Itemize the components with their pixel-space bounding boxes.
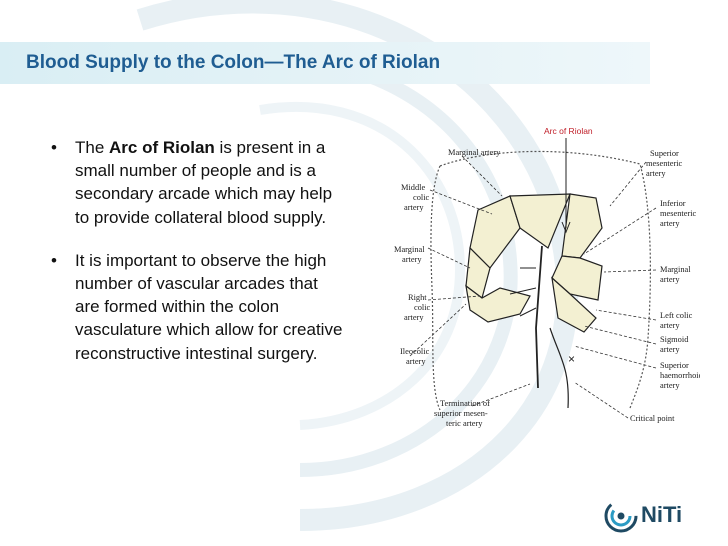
label-right-colic: artery — [404, 313, 424, 322]
callout-arrowhead — [561, 221, 571, 234]
label-sigmoid: Sigmoid — [660, 335, 689, 344]
bullet-item: • It is important to observe the high nu… — [45, 249, 345, 365]
label-superior-hemorrhoidal: haemorrhoidal — [660, 371, 700, 380]
label-inferior-mesenteric: Inferior — [660, 199, 686, 208]
slide-title: Blood Supply to the Colon—The Arc of Rio… — [26, 52, 441, 73]
label-ileocolic: artery — [406, 357, 426, 366]
label-superior-hemorrhoidal: Superior — [660, 361, 689, 370]
niti-logo-icon — [604, 499, 638, 533]
label-middle-colic: artery — [404, 203, 424, 212]
descending-colon-segment — [551, 276, 597, 333]
bullet-text-end: is present in a small number of people a… — [75, 138, 333, 227]
label-termination: teric artery — [446, 419, 483, 428]
ascending-colon-segment — [465, 284, 531, 323]
leader-lines — [409, 155, 657, 419]
label-inferior-mesenteric: artery — [660, 219, 680, 228]
label-termination: superior mesen- — [434, 409, 488, 418]
bullet-item: • The Arc of Riolan is present in a smal… — [45, 136, 345, 229]
niti-logo-text: NiTi — [641, 502, 683, 527]
label-superior-mesenteric: mesenteric — [646, 159, 683, 168]
transverse-colon-segment — [561, 193, 603, 259]
label-sigmoid: artery — [660, 345, 680, 354]
vessel-branch — [509, 267, 537, 317]
bullet-list: • The Arc of Riolan is present in a smal… — [45, 136, 345, 385]
label-superior-mesenteric: artery — [646, 169, 666, 178]
colon-blood-supply-diagram: × Arc of Riolan Marginal artery Middle c… — [394, 126, 700, 428]
ascending-colon-segment — [469, 195, 521, 269]
arc-of-riolan-callout: Arc of Riolan — [544, 126, 593, 136]
title-bar — [0, 42, 650, 84]
colon-outline — [430, 150, 651, 411]
label-marginal-artery-right: artery — [660, 275, 680, 284]
label-marginal-artery-left: artery — [402, 255, 422, 264]
critical-point-mark: × — [568, 352, 575, 366]
label-left-colic: artery — [660, 321, 680, 330]
label-middle-colic: Middle — [401, 183, 425, 192]
label-ileocolic: Ileocolic — [400, 347, 430, 356]
sigmoid-vessel — [549, 327, 569, 409]
bullet-text-start: The — [75, 138, 110, 157]
label-marginal-artery-left: Marginal — [394, 245, 425, 254]
label-inferior-mesenteric: mesenteric — [660, 209, 697, 218]
label-right-colic: Right — [408, 293, 427, 302]
superior-mesenteric-vessel — [535, 245, 543, 389]
label-superior-mesenteric: Superior — [650, 149, 679, 158]
label-superior-hemorrhoidal: artery — [660, 381, 680, 390]
bullet-marker: • — [51, 138, 57, 157]
label-middle-colic: colic — [413, 193, 430, 202]
label-marginal-artery-top: Marginal artery — [448, 148, 501, 157]
bullet-bold-term: Arc of Riolan — [109, 138, 215, 157]
transverse-colon-segment — [509, 193, 571, 249]
label-termination: Termination of — [440, 399, 490, 408]
label-right-colic: colic — [414, 303, 431, 312]
label-marginal-artery-right: Marginal — [660, 265, 691, 274]
label-critical-point: Critical point — [630, 414, 675, 423]
bullet-text: It is important to observe the high numb… — [75, 250, 343, 363]
bullet-marker: • — [51, 250, 57, 270]
label-left-colic: Left colic — [660, 311, 693, 320]
